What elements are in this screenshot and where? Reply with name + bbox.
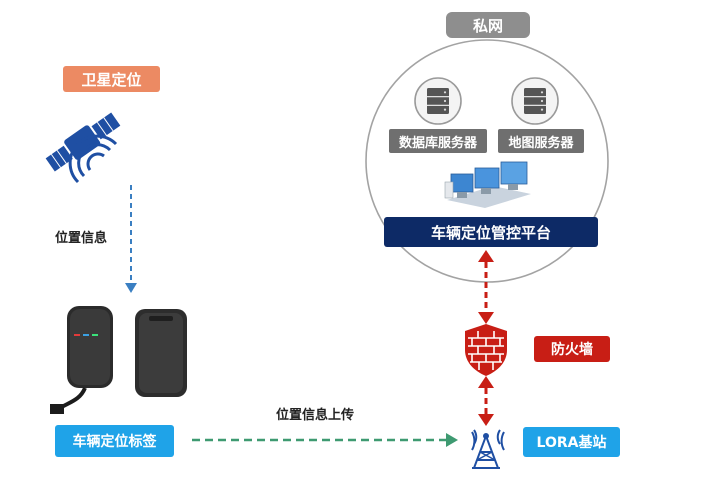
platform-label: 车辆定位管控平台 — [384, 217, 598, 247]
vehicle-tag-label: 车辆定位标签 — [55, 425, 174, 457]
map-server-label: 地图服务器 — [498, 129, 584, 153]
location-upload-arrow — [192, 433, 458, 447]
satellite-icon — [45, 112, 121, 184]
workstation-icon — [444, 161, 531, 208]
platform-firewall-arrow — [478, 250, 494, 324]
lora-station-label: LORA基站 — [523, 427, 620, 457]
gps-tracker-device — [135, 309, 187, 397]
server-icon — [511, 77, 559, 125]
location-info-arrow — [125, 185, 137, 293]
gps-tracker-device — [50, 306, 113, 414]
firewall-label: 防火墙 — [534, 336, 610, 362]
private-network-title: 私网 — [446, 12, 530, 38]
server-icon — [414, 77, 462, 125]
firewall-station-arrow — [478, 376, 494, 426]
location-upload-label: 位置信息上传 — [276, 408, 355, 423]
location-info-label: 位置信息 — [55, 231, 108, 246]
satellite-tag: 卫星定位 — [63, 66, 160, 92]
firewall-icon — [465, 324, 507, 376]
antenna-tower-icon — [471, 429, 505, 469]
db-server-label: 数据库服务器 — [389, 129, 487, 153]
